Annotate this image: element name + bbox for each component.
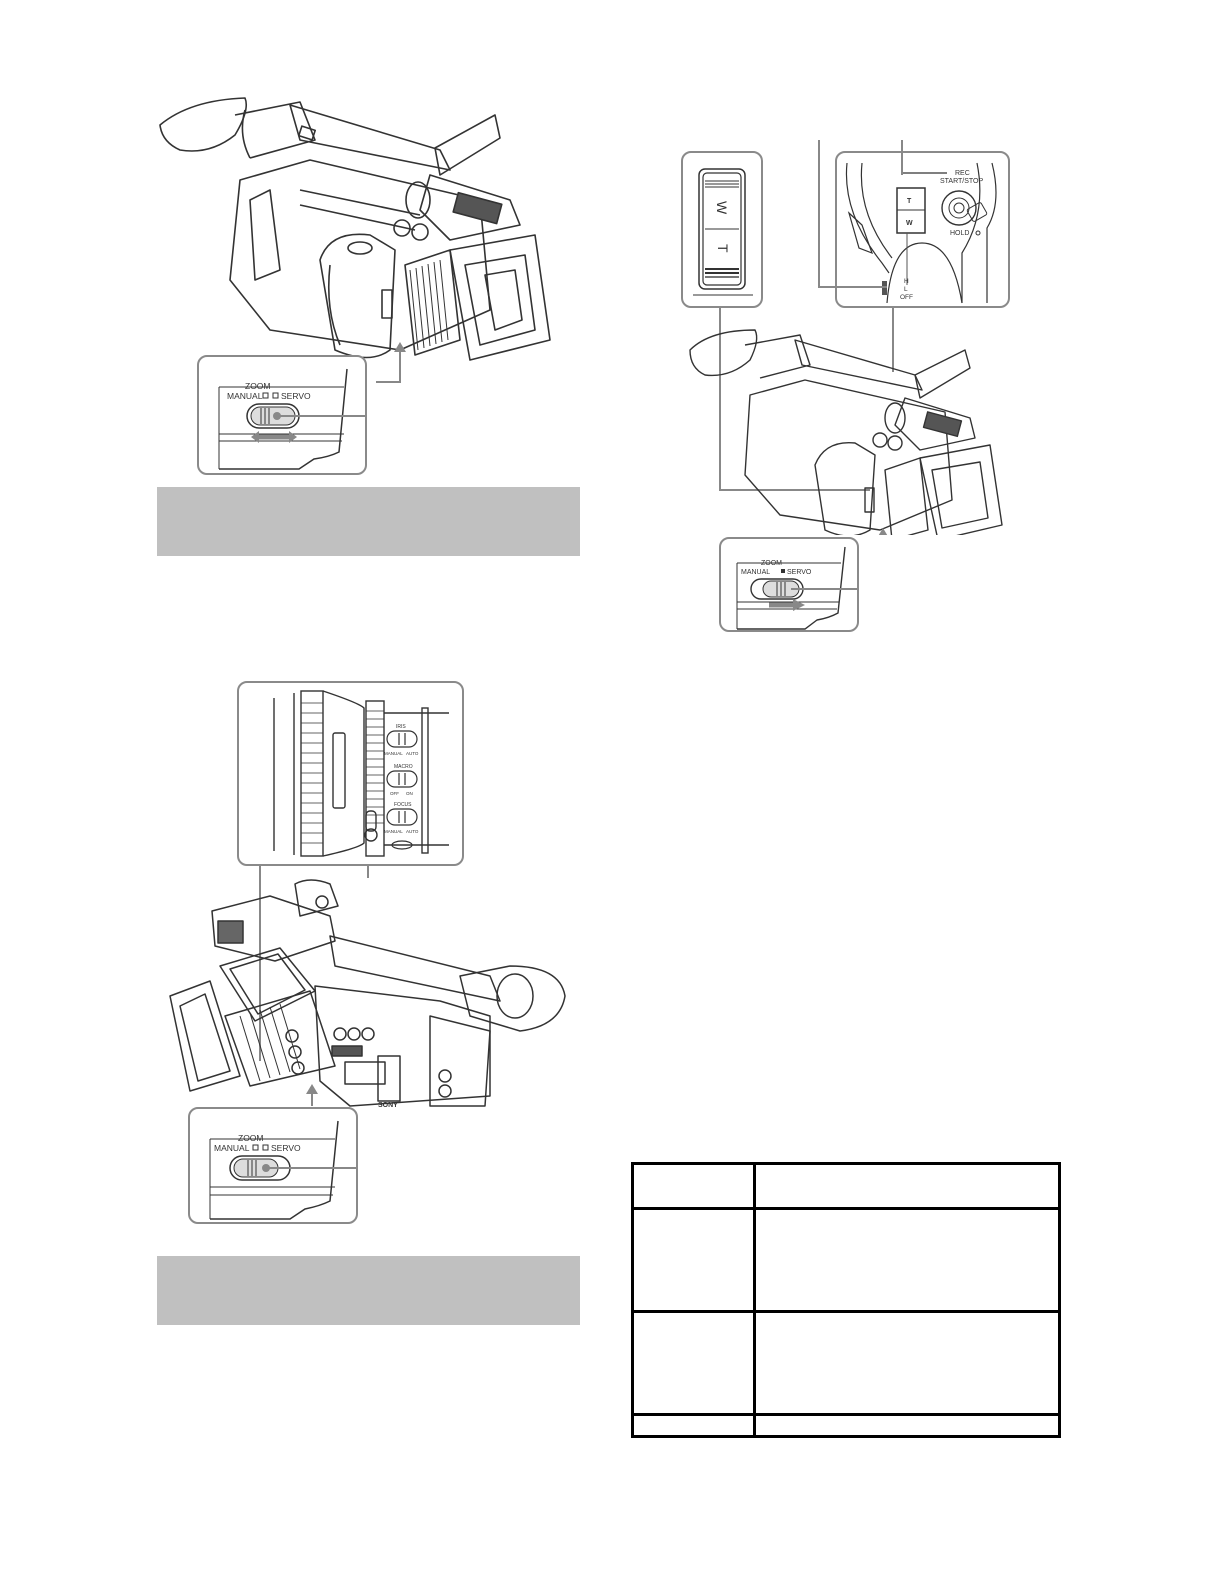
zoom-switch-closeup-3: ZOOM MANUAL SERVO <box>209 1120 356 1220</box>
table-row <box>631 1413 1061 1438</box>
table-cell <box>753 1310 1061 1416</box>
note-box-2 <box>157 1256 580 1325</box>
speed-h-label: H <box>904 278 909 285</box>
handle-zoom-w-label: W <box>906 220 913 227</box>
settings-table <box>631 1162 1061 1438</box>
zoom-switch-callout-3: ZOOM MANUAL SERVO <box>188 1107 358 1224</box>
handle-zoom-t-label: T <box>907 198 912 205</box>
rocker-w-label: W <box>714 201 730 215</box>
zoom-switch-title-2: ZOOM <box>761 560 782 567</box>
focus-switch-auto: AUTO <box>406 829 419 834</box>
zoom-servo-label-3: SERVO <box>271 1143 301 1153</box>
zoom-switch-closeup-2: ZOOM MANUAL SERVO <box>736 546 857 630</box>
focus-switch-title: FOCUS <box>394 802 412 808</box>
figure-2-leader-lines <box>719 140 903 491</box>
rocker-t-label: T <box>715 244 731 253</box>
table-row <box>631 1207 1061 1313</box>
camera-illustration-side: SONY <box>169 866 566 1109</box>
zoom-switch-callout-2: ZOOM MANUAL SERVO <box>719 537 859 632</box>
rec-label: REC <box>955 170 970 177</box>
start-stop-label: START/STOP <box>940 178 984 185</box>
camera-illustration-2 <box>689 329 1003 535</box>
speed-off-label: OFF <box>900 294 913 301</box>
macro-switch-off: OFF <box>390 791 399 796</box>
figure-camera-handle-zoom <box>680 320 1020 535</box>
figure-camera-zoom-switch: ZOOM MANUAL SERVO <box>150 80 570 480</box>
camera-illustration <box>159 97 551 383</box>
iris-switch-title: IRIS <box>396 724 406 730</box>
handle-zoom-closeup: T W REC START/STOP HOLD H L OFF <box>845 162 997 304</box>
zoom-servo-label: SERVO <box>281 391 311 401</box>
table-cell <box>631 1207 756 1313</box>
focus-switch-manual: MANUAL <box>384 829 403 834</box>
iris-switch-manual: MANUAL <box>384 751 403 756</box>
zoom-manual-label-3: MANUAL <box>214 1143 250 1153</box>
table-cell <box>631 1413 756 1438</box>
zoom-rocker-closeup: W T <box>693 168 753 296</box>
table-row <box>631 1310 1061 1416</box>
zoom-switch-callout: ZOOM MANUAL SERVO <box>197 355 367 475</box>
hold-label: HOLD <box>950 230 969 237</box>
table-cell <box>753 1162 1061 1210</box>
macro-switch-title: MACRO <box>394 764 413 770</box>
speed-l-label: L <box>904 286 908 293</box>
note-box-1 <box>157 487 580 556</box>
brand-logo: SONY <box>378 1102 398 1109</box>
zoom-switch-title-3: ZOOM <box>238 1133 264 1143</box>
zoom-manual-label: MANUAL <box>227 391 263 401</box>
lens-closeup: IRIS MANUAL AUTO MACRO OFF ON FOCUS MANU… <box>273 690 449 857</box>
table-cell <box>631 1162 756 1210</box>
zoom-switch-title: ZOOM <box>245 381 271 391</box>
table-cell <box>631 1310 756 1416</box>
iris-switch-auto: AUTO <box>406 751 419 756</box>
zoom-manual-label-2: MANUAL <box>741 569 770 576</box>
table-cell <box>753 1207 1061 1313</box>
zoom-servo-label-2: SERVO <box>787 569 812 576</box>
handle-zoom-callout: T W REC START/STOP HOLD H L OFF <box>835 151 1010 308</box>
table-cell <box>753 1413 1061 1438</box>
lens-closeup-callout: IRIS MANUAL AUTO MACRO OFF ON FOCUS MANU… <box>237 681 464 866</box>
figure-camera-lens-side: SONY <box>160 866 570 1111</box>
table-row <box>631 1162 1061 1210</box>
zoom-rocker-callout: W T <box>681 151 763 308</box>
zoom-switch-closeup: ZOOM MANUAL SERVO <box>218 368 365 470</box>
macro-switch-on: ON <box>406 791 413 796</box>
